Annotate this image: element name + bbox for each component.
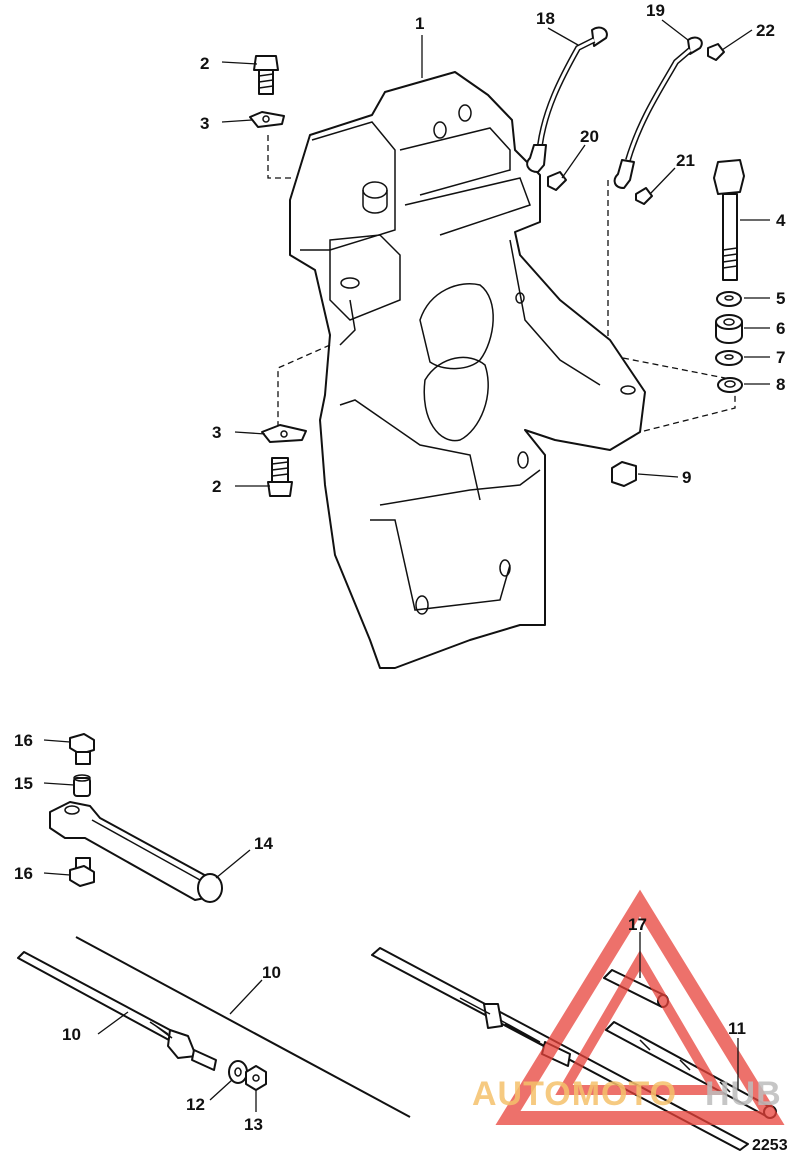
nut-13-part	[245, 1065, 267, 1091]
callout-2-lower: 2	[212, 477, 221, 496]
pin-15-part	[73, 774, 91, 797]
callout-10-cable: 10	[262, 963, 281, 982]
callout-1: 1	[415, 14, 424, 33]
callout-15: 15	[14, 774, 33, 793]
screw-16-top-part	[69, 733, 95, 765]
nut-9-part	[611, 461, 637, 487]
callout-3-lower: 3	[212, 423, 221, 442]
watermark-text-b: HUB	[705, 1075, 782, 1113]
callout-18: 18	[536, 9, 555, 28]
bolt-upper-part	[253, 55, 279, 95]
callout-14: 14	[254, 834, 273, 853]
callout-9: 9	[682, 468, 691, 487]
callout-13: 13	[244, 1115, 263, 1134]
callout-16-upper: 16	[14, 731, 33, 750]
watermark-text-a: AUTOMOTO	[472, 1075, 677, 1113]
callout-2-upper: 2	[200, 54, 209, 73]
figure-number: 2253	[752, 1137, 788, 1154]
alignment-dashed-lines	[267, 135, 736, 433]
lock-tab-upper-part	[249, 111, 285, 128]
screw-20-part	[547, 171, 567, 191]
screw-16-bottom-part	[69, 857, 95, 887]
callout-21: 21	[676, 151, 695, 170]
callout-5: 5	[776, 289, 785, 308]
washer-5-part	[716, 291, 742, 307]
callout-12: 12	[186, 1095, 205, 1114]
long-bolt-part	[713, 159, 745, 281]
callout-8: 8	[776, 375, 785, 394]
callout-7: 7	[776, 348, 785, 367]
ground-strap-19-part	[613, 36, 703, 189]
screw-22-part	[707, 43, 725, 61]
spacer-6-part	[715, 314, 743, 344]
callout-11: 11	[728, 1019, 746, 1038]
ground-strap-18-part	[526, 26, 608, 173]
callout-20: 20	[580, 127, 599, 146]
washer-8-part	[717, 377, 743, 393]
screw-21-part	[635, 187, 653, 205]
washer-12-part	[228, 1060, 248, 1084]
watermark-logo	[495, 889, 785, 1125]
callout-6: 6	[776, 319, 785, 338]
callout-10-shaft: 10	[62, 1025, 81, 1044]
bolt-lower-part	[267, 457, 293, 497]
cable-10-part	[75, 936, 411, 1118]
callout-16-lower: 16	[14, 864, 33, 883]
washer-7-part	[715, 350, 743, 366]
callout-17: 17	[628, 915, 647, 934]
transom-bracket-part	[289, 71, 646, 669]
shaft-10-part	[17, 951, 217, 1071]
leader-lines	[43, 19, 770, 1112]
callout-3-upper: 3	[200, 114, 209, 133]
callout-22: 22	[756, 21, 775, 40]
callout-19: 19	[646, 1, 665, 20]
cylinder-14-part	[49, 801, 223, 903]
lock-tab-lower-part	[261, 424, 307, 443]
callout-4: 4	[776, 211, 786, 230]
